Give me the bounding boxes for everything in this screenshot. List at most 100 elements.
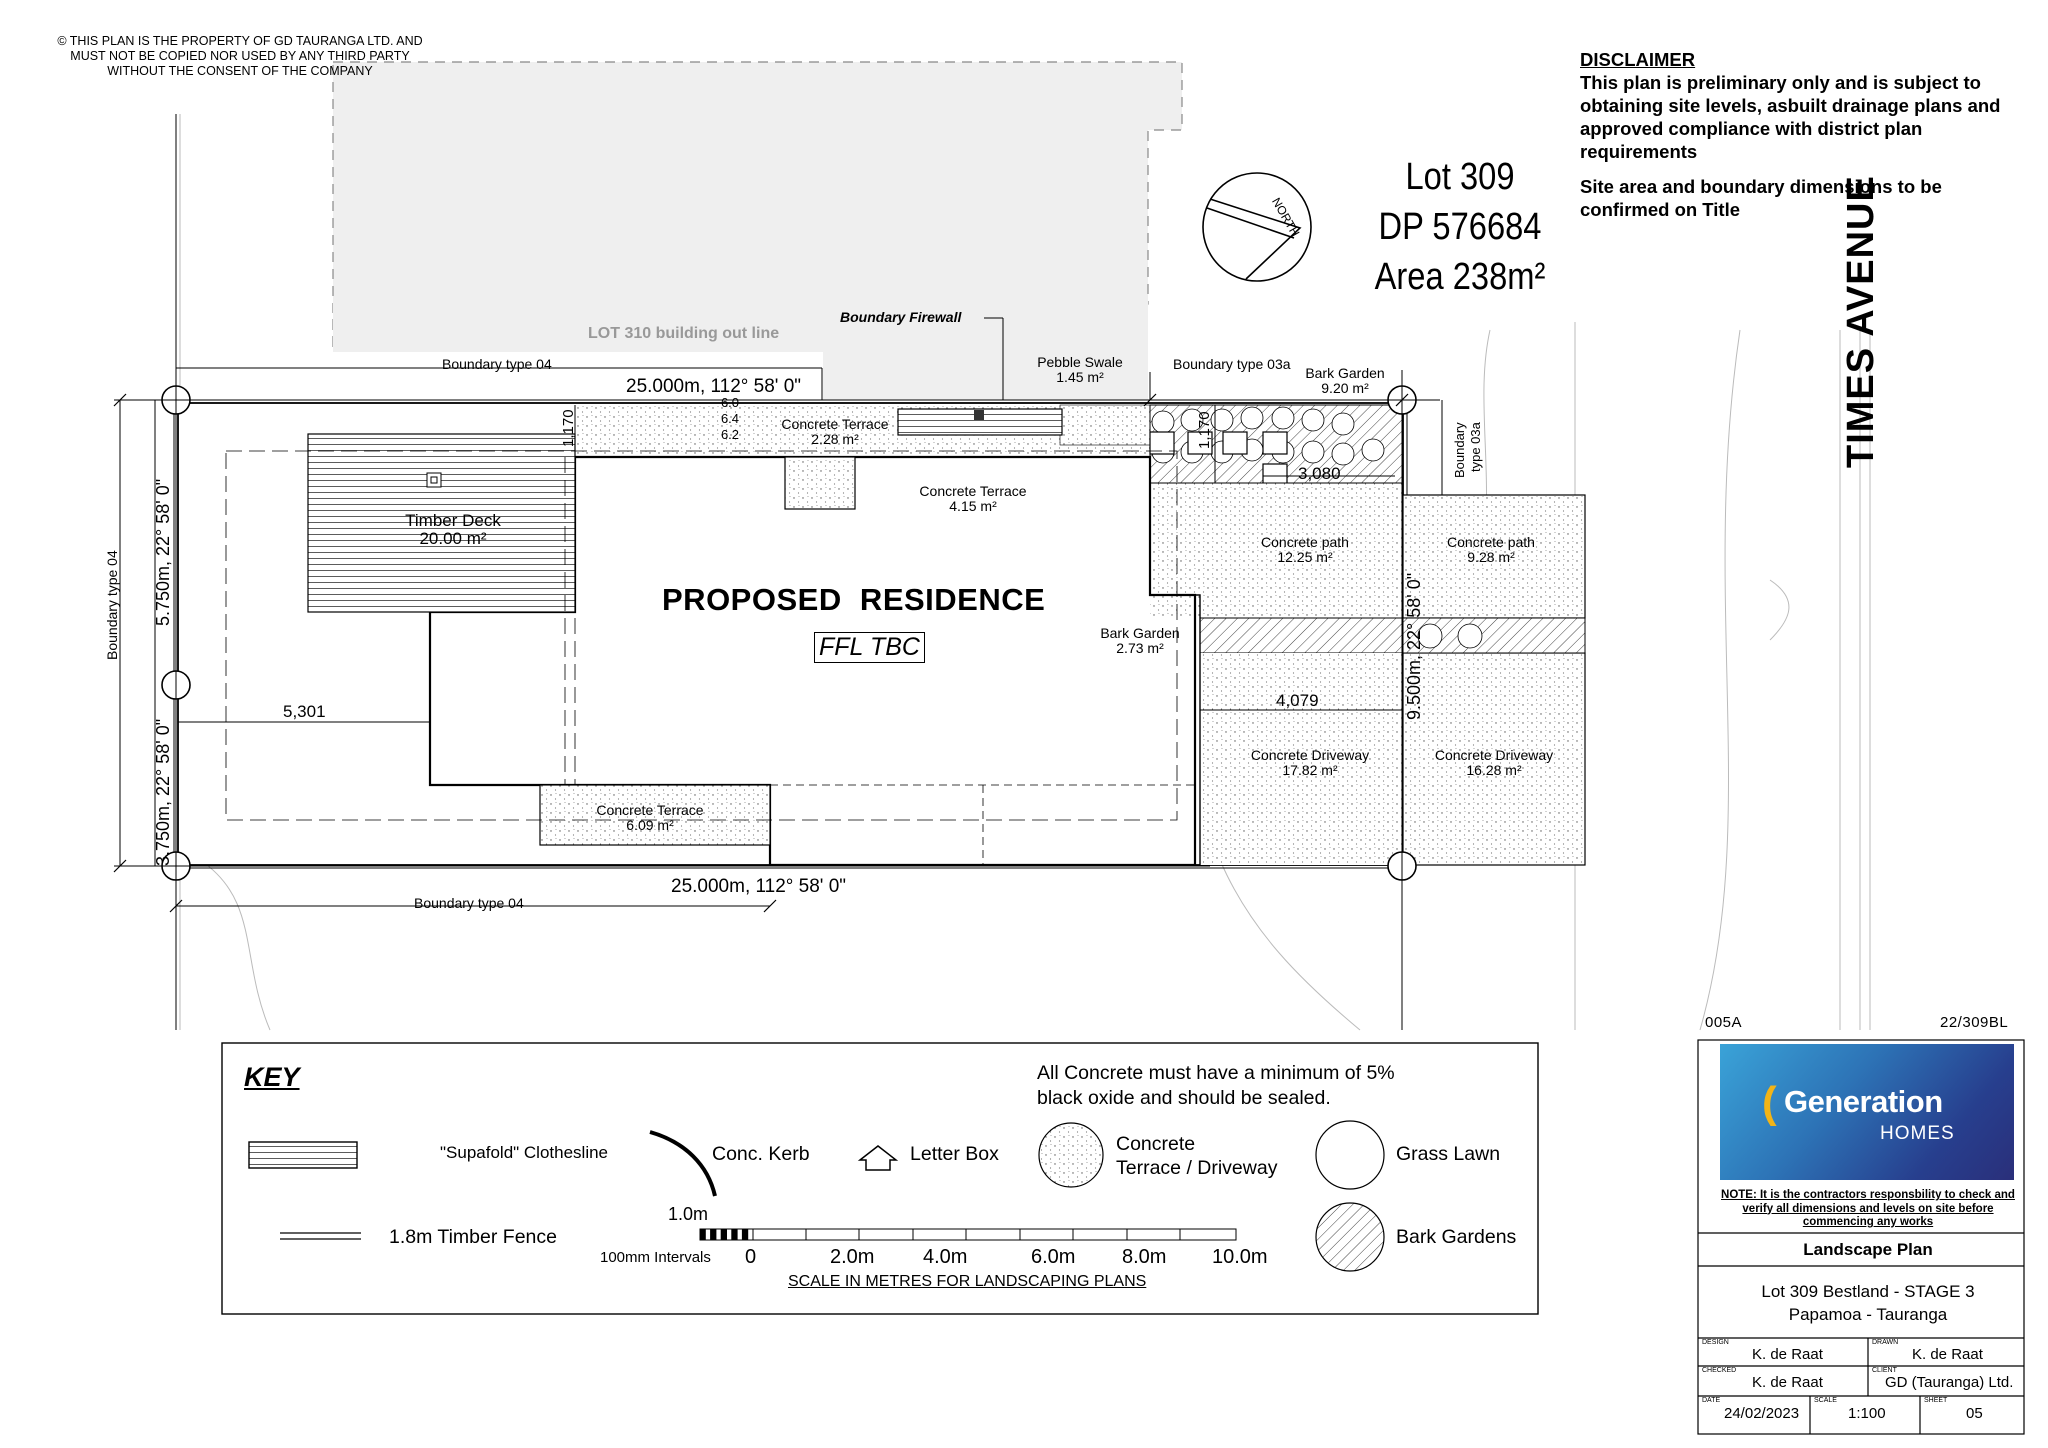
title-block bbox=[1697, 1039, 2025, 1435]
level-3: 6.2 bbox=[720, 427, 740, 442]
level-labels: 6.0 6.4 6.2 bbox=[718, 395, 742, 443]
key-concrete-label-line1: Concrete bbox=[1116, 1133, 1196, 1155]
scale-tick-6: 6.0m bbox=[1031, 1246, 1076, 1268]
date-caption: DATE bbox=[1702, 1397, 1721, 1404]
area-value: 17.82 m² bbox=[1282, 762, 1338, 778]
lot-310-label: LOT 310 building out line bbox=[588, 325, 780, 342]
lot-dp: DP 576684 bbox=[1378, 206, 1542, 248]
scale-tick-10: 10.0m bbox=[1212, 1246, 1268, 1268]
lot-info: Lot 309 DP 576684 Area 238m² bbox=[1357, 152, 1563, 302]
scale-tick-8: 8.0m bbox=[1122, 1246, 1167, 1268]
design-caption: DESIGN bbox=[1702, 1339, 1729, 1346]
plan-title: Landscape Plan bbox=[1803, 1240, 1933, 1259]
area-name: Concrete Terrace bbox=[781, 416, 889, 432]
dim-4079: 4,079 bbox=[1276, 691, 1319, 710]
area-value: 20.00 m² bbox=[419, 529, 487, 548]
scale-tick-2: 2.0m bbox=[830, 1246, 875, 1268]
bark-strip-inner bbox=[1199, 617, 1403, 654]
boundary-right-label-a: Boundary bbox=[1452, 422, 1467, 478]
area-name: Pebble Swale bbox=[1037, 354, 1123, 370]
area-value: 9.20 m² bbox=[1321, 380, 1369, 396]
area-name: Concrete Driveway bbox=[1250, 747, 1370, 763]
ffl-label: FFL TBC bbox=[814, 632, 925, 663]
key-bark-icon bbox=[1315, 1202, 1385, 1272]
area-name: Bark Garden bbox=[1305, 365, 1385, 381]
key-lawn-label: Grass Lawn bbox=[1396, 1143, 1501, 1165]
timber-deck bbox=[307, 433, 576, 613]
concrete-terrace-mid bbox=[784, 456, 856, 510]
key-concrete-icon bbox=[1038, 1122, 1104, 1188]
area-value: 2.73 m² bbox=[1116, 640, 1164, 656]
area-value: 9.28 m² bbox=[1467, 549, 1515, 565]
copyright-notice: © THIS PLAN IS THE PROPERTY OF GD TAURAN… bbox=[57, 34, 423, 78]
key-letterbox-icon bbox=[857, 1145, 899, 1171]
scale-value: 1:100 bbox=[1848, 1405, 1886, 1422]
key-kerb-label: Conc. Kerb bbox=[712, 1143, 810, 1165]
generation-homes-logo: ( Generation HOMES bbox=[1720, 1044, 2014, 1180]
setback-lines bbox=[225, 450, 1178, 821]
area-value: 2.28 m² bbox=[811, 431, 859, 447]
key-box bbox=[221, 1042, 1539, 1315]
client-value: GD (Tauranga) Ltd. bbox=[1885, 1374, 2014, 1391]
project-info: Lot 309 Bestland - STAGE 3 Papamoa - Tau… bbox=[1712, 1280, 2024, 1326]
logo-main-text: Generation bbox=[1784, 1084, 1943, 1119]
dimension-ticks bbox=[113, 393, 1409, 913]
area-name: Concrete Terrace bbox=[596, 802, 704, 818]
checked-caption: CHECKED bbox=[1702, 1367, 1737, 1374]
disclaimer-text-2: Site area and boundary dimensions to be … bbox=[1580, 176, 1942, 220]
key-fence-label: 1.8m Timber Fence bbox=[389, 1226, 557, 1248]
concrete-driveway-right bbox=[1402, 652, 1586, 866]
checked-value: K. de Raat bbox=[1752, 1374, 1823, 1391]
dim-top: 25.000m, 112° 58' 0" bbox=[626, 376, 802, 397]
disclaimer: DISCLAIMER This plan is preliminary only… bbox=[1580, 48, 2020, 221]
boundary-top-right-label: Boundary type 03a bbox=[1173, 356, 1291, 372]
key-lawn-icon bbox=[1315, 1120, 1385, 1190]
lot-310-firewall-strip bbox=[823, 300, 1148, 400]
key-kerb-icon bbox=[649, 1130, 717, 1197]
scale-intervals: 100mm Intervals bbox=[600, 1249, 711, 1266]
area-value: 16.28 m² bbox=[1466, 762, 1522, 778]
boundary-firewall-label: Boundary Firewall bbox=[840, 309, 962, 325]
clothesline-mark bbox=[974, 410, 984, 420]
dim-left-lower: 3.750m, 22° 58' 0" bbox=[153, 718, 173, 866]
dim-1170-b: 1,170 bbox=[1196, 411, 1213, 449]
peg-crosshairs bbox=[114, 114, 1440, 1030]
drawing-code-left: 005A bbox=[1705, 1014, 1743, 1031]
design-value: K. de Raat bbox=[1752, 1346, 1823, 1363]
dimension-lines bbox=[119, 317, 1443, 907]
client-caption: CLIENT bbox=[1872, 1367, 1897, 1374]
area-value: 4.15 m² bbox=[949, 498, 997, 514]
scale-caption: SCALE IN METRES FOR LANDSCAPING PLANS bbox=[788, 1273, 1147, 1290]
key-bark-label: Bark Gardens bbox=[1396, 1226, 1517, 1248]
sheet-value: 05 bbox=[1966, 1405, 1983, 1422]
key-title: KEY bbox=[244, 1062, 300, 1092]
sheet-caption: SHEET bbox=[1924, 1397, 1948, 1404]
logo-g-icon: ( bbox=[1762, 1078, 1777, 1127]
area-name: Timber Deck bbox=[405, 511, 501, 530]
area-name: Concrete Terrace bbox=[919, 483, 1027, 499]
pebble-swale bbox=[1059, 404, 1151, 446]
lot-310-lower-building bbox=[333, 300, 823, 352]
boundary-top-left-label: Boundary type 04 bbox=[442, 356, 552, 372]
area-name: Concrete Driveway bbox=[1434, 747, 1554, 763]
drawn-value: K. de Raat bbox=[1912, 1346, 1983, 1363]
area-value: 12.25 m² bbox=[1277, 549, 1333, 565]
dim-1170-a: 1,170 bbox=[560, 409, 577, 447]
dim-5301: 5,301 bbox=[283, 702, 326, 721]
dim-3080: 3,080 bbox=[1298, 464, 1341, 483]
project-line-2: Papamoa - Tauranga bbox=[1788, 1305, 1948, 1324]
concrete-path-right bbox=[1402, 494, 1586, 619]
concrete-terrace-bottom bbox=[539, 784, 771, 846]
dim-right: 9.500m, 22° 58' 0" bbox=[1404, 572, 1424, 720]
disclaimer-text-1: This plan is preliminary only and is sub… bbox=[1580, 72, 2001, 162]
scale-tick-4: 4.0m bbox=[923, 1246, 968, 1268]
dim-left-upper: 5.750m, 22° 58' 0" bbox=[153, 478, 173, 626]
